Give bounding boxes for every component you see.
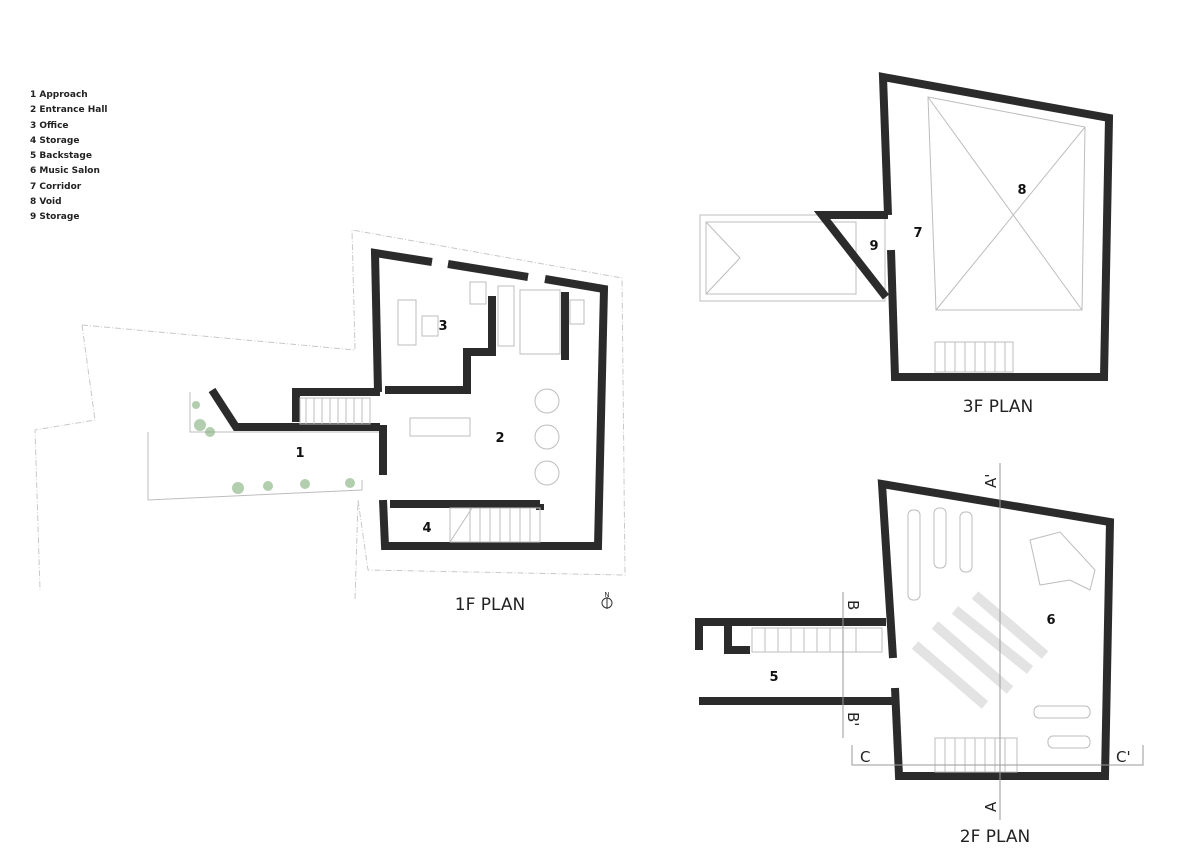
furniture-1f [397,281,585,486]
north-label: N [604,591,609,599]
wall [292,388,380,422]
garden-outline [189,392,380,433]
plan-title-2f: 2F PLAN [960,827,1030,847]
garden-planting [192,401,355,494]
wall [813,211,890,300]
room-label-entrance-hall: 2 [495,431,504,446]
legend-item: 2 Entrance Hall [30,105,108,116]
roof-outline [699,214,886,302]
wall [695,618,886,650]
room-label-approach: 1 [295,446,304,461]
room-label-music-salon: 6 [1046,613,1055,628]
roof-ridge [705,221,741,295]
wall [385,296,496,394]
section-markers: A' A B B' C C' [842,463,1144,820]
section-label-c-prime: C' [1116,748,1131,766]
section-label-a-prime: A' [982,474,1000,488]
section-label-b-prime: B' [844,712,862,726]
section-label-a: A [982,801,1000,812]
approach-outline [147,432,363,501]
void-cross [935,126,1086,311]
plan-2f: A' A B B' C C' 5 6 2F PLAN [695,463,1144,847]
room-legend: 1 Approach 2 Entrance Hall 3 Office 4 St… [30,88,108,226]
room-label-backstage: 5 [769,670,778,685]
wall [379,275,609,550]
wall [877,479,1115,780]
wall [208,387,380,431]
stairs-2f [751,627,1018,773]
wall [724,625,750,654]
wall [878,72,1114,381]
legend-item: 7 Corridor [30,181,82,192]
wall [370,248,433,393]
plan-title-1f: 1F PLAN [455,595,525,615]
legend-item: 1 Approach [30,90,88,100]
stairs-3f [934,341,1014,373]
legend-item: 3 Office [30,120,69,131]
legend-item: 4 Storage [30,135,80,146]
north-arrow-icon: N [601,591,613,609]
legend-item: 5 Backstage [30,151,92,162]
site-boundary-west [34,324,96,591]
legend-item: 9 Storage [30,212,80,223]
seating-rows [907,507,1091,749]
legend-item: 8 Void [30,197,62,208]
section-label-b: B [844,600,862,610]
room-label-office: 3 [438,319,447,334]
room-label-corridor: 7 [913,226,922,241]
room-label-storage-3f: 9 [869,239,878,254]
legend-item: 6 Music Salon [30,166,100,177]
room-label-storage: 4 [422,521,431,536]
plan-1f: 1 2 3 4 1F PLAN N [34,229,626,615]
section-label-c: C [860,748,870,766]
room-label-void: 8 [1017,183,1026,198]
void-cross [927,96,1083,311]
wall [447,260,529,281]
grand-piano [1029,531,1096,591]
site-boundary [81,229,626,601]
stairs-1f [299,397,541,543]
plan-title-3f: 3F PLAN [963,397,1033,417]
plan-3f: 7 8 9 3F PLAN [699,72,1114,417]
